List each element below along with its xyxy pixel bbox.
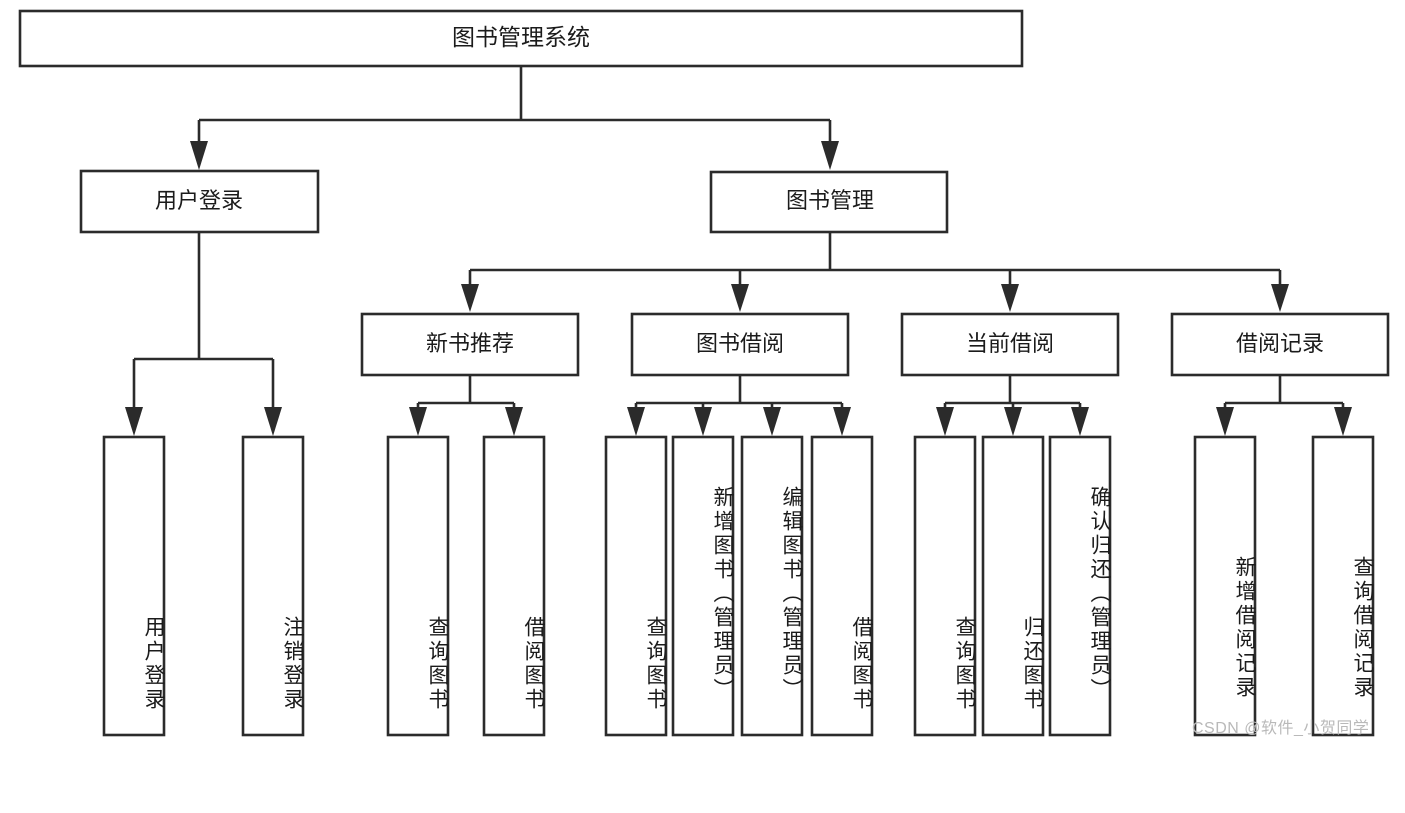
arrow-head-leaf-query-book-2 [627,407,645,436]
leaf-return-book-box[interactable] [981,435,1045,737]
arrow-head-book-borrow [731,284,749,312]
leaf-borrow-book-1-box[interactable] [482,435,546,737]
connector-group-book-borrow [627,375,851,436]
connector-group-root [190,66,839,170]
arrow-head-leaf-add-record [1216,407,1234,436]
leaf-user-login-box[interactable] [102,435,166,737]
node-root-box[interactable] [18,9,1024,68]
leaf-query-book-2-box[interactable] [604,435,668,737]
node-user-login[interactable]: 用户登录 [79,169,320,234]
node-book-borrow-label: 图书借阅 [696,331,784,356]
leaf-query-book-1-box[interactable] [386,435,450,737]
connector-group-new-book-recommend [409,375,523,436]
arrow-head-leaf-user-login [125,407,143,436]
arrow-head-leaf-user-logout [264,407,282,436]
arrow-head-leaf-edit-book [763,407,781,436]
leaf-add-record-box[interactable] [1193,435,1257,737]
node-book-manage-box[interactable] [709,170,949,234]
leaf-query-book-3-box[interactable] [913,435,977,737]
leaf-borrow-book-2-box[interactable] [810,435,874,737]
node-user-login-label: 用户登录 [155,188,243,213]
arrow-head-leaf-borrow-book-1 [505,407,523,436]
arrow-head-current-borrow [1001,284,1019,312]
arrow-head-leaf-confirm-return [1071,407,1089,436]
node-book-manage-label: 图书管理 [786,188,874,213]
connector-group-borrow-record [1216,375,1352,436]
node-borrow-record-label: 借阅记录 [1236,331,1324,356]
leaf-add-book-box[interactable] [671,435,735,737]
node-new-book-recommend-box[interactable] [360,312,580,377]
connector-group-current-borrow [936,375,1089,436]
diagram-canvas: 图书管理系统 用户登录 图书管理 新书推荐 图书借阅 当前借阅 借阅记录 [18,9,1390,737]
node-new-book-recommend[interactable]: 新书推荐 [360,312,580,377]
node-current-borrow-box[interactable] [900,312,1120,377]
leaf-user-logout-box[interactable] [241,435,305,737]
arrow-head-leaf-return-book [1004,407,1022,436]
connector-group-book-manage [461,232,1289,312]
arrow-head-leaf-query-book-1 [409,407,427,436]
node-root-label: 图书管理系统 [452,24,590,50]
arrow-head-user-login [190,141,208,170]
node-borrow-record[interactable]: 借阅记录 [1170,312,1390,377]
node-current-borrow-label: 当前借阅 [966,331,1054,356]
node-book-borrow-box[interactable] [630,312,850,377]
connector-group-user-login [125,232,282,436]
arrow-head-leaf-query-book-3 [936,407,954,436]
leaf-edit-book-box[interactable] [740,435,804,737]
node-new-book-recommend-label: 新书推荐 [426,331,514,356]
node-current-borrow[interactable]: 当前借阅 [900,312,1120,377]
arrow-head-book-manage [821,141,839,170]
tree-diagram: 图书管理系统 用户登录 图书管理 新书推荐 图书借阅 当前借阅 借阅记录 [18,9,1390,737]
arrow-head-borrow-record [1271,284,1289,312]
node-borrow-record-box[interactable] [1170,312,1390,377]
arrow-head-leaf-add-book [694,407,712,436]
leaf-confirm-return-box[interactable] [1048,435,1112,737]
leaf-query-record-box[interactable] [1311,435,1375,737]
node-root[interactable]: 图书管理系统 [18,9,1024,68]
node-user-login-box[interactable] [79,169,320,234]
watermark-text: CSDN @软件_小贺同学 [1192,720,1370,737]
arrow-head-new-book-recommend [461,284,479,312]
arrow-head-leaf-borrow-book-2 [833,407,851,436]
leaf-boxes [102,435,1375,737]
node-book-borrow[interactable]: 图书借阅 [630,312,850,377]
arrow-head-leaf-query-record [1334,407,1352,436]
node-book-manage[interactable]: 图书管理 [709,170,949,234]
